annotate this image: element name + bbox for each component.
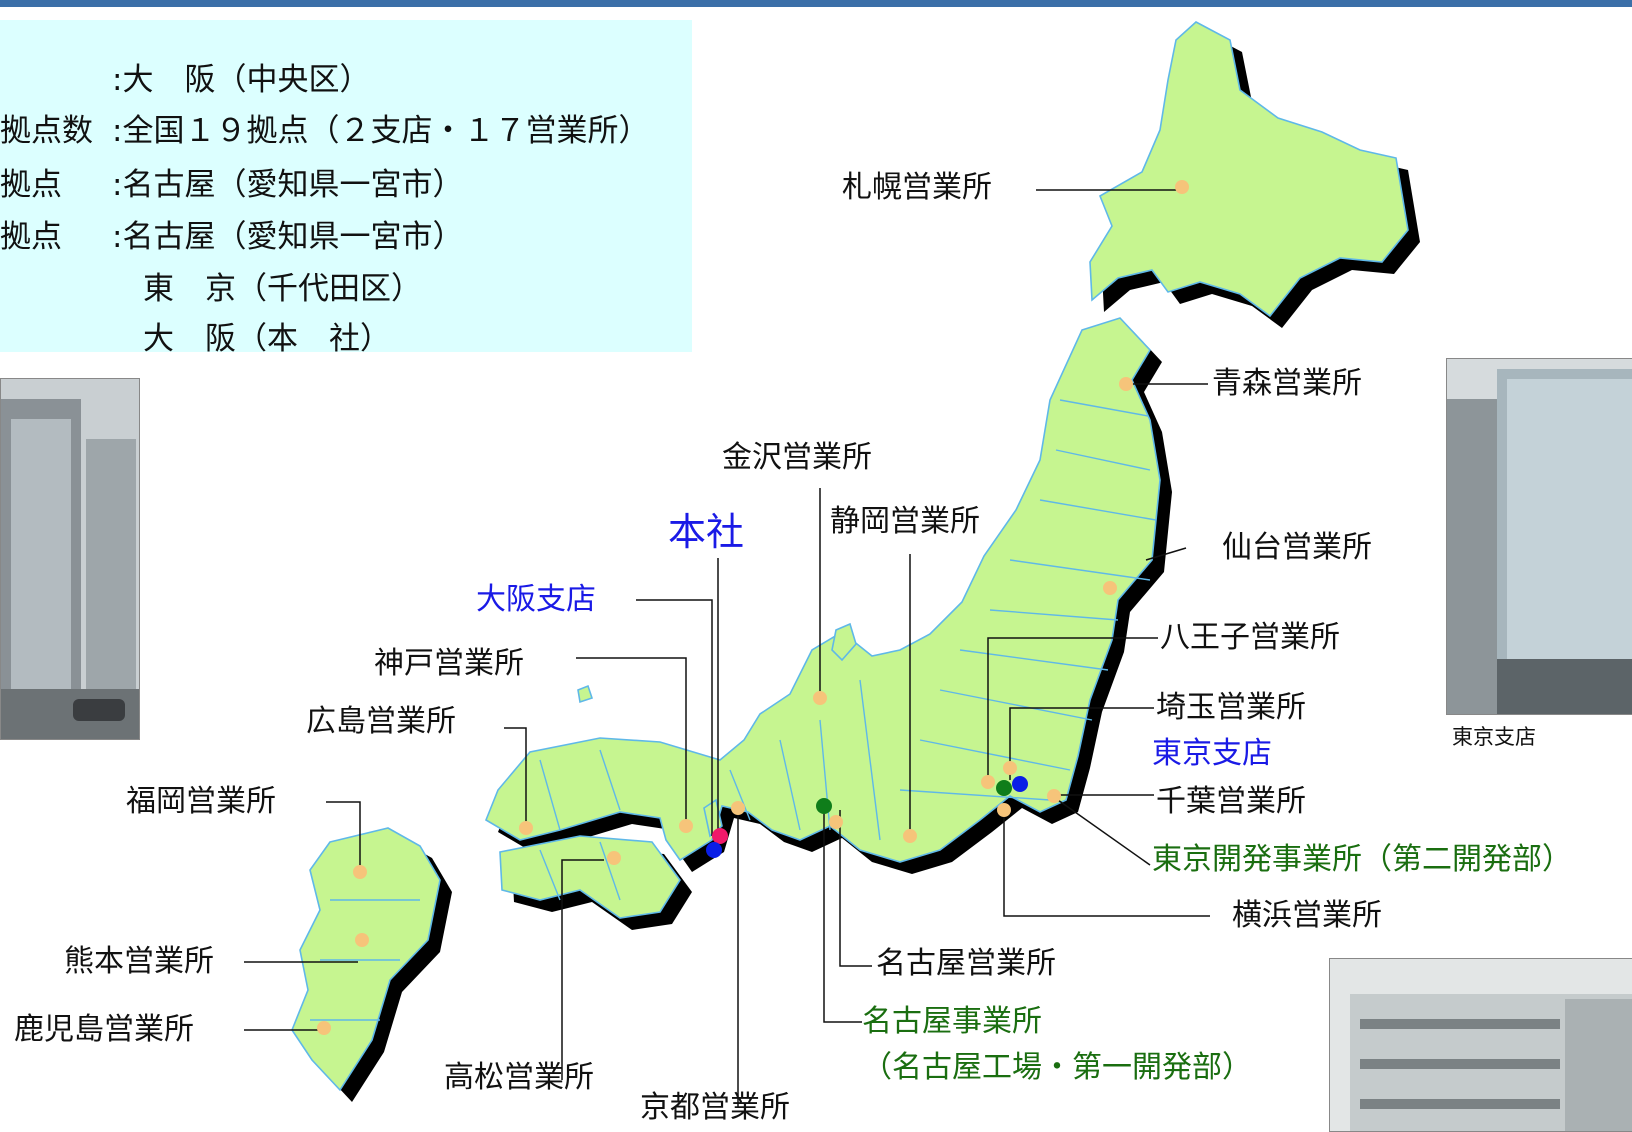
label-tokyo-dev: 東京開発事業所（第二開発部） [1152,842,1572,877]
region-sado [831,622,857,662]
dot-kobe [679,819,693,833]
osaka-building-image [1,379,139,739]
label-kagoshima: 鹿児島営業所 [14,1012,194,1047]
nagoya-factory-image [1330,959,1632,1131]
map-land [291,21,1409,1092]
dot-sendai [1103,581,1117,595]
info-value: :大 阪（中央区） [112,62,371,98]
label-fukuoka: 福岡営業所 [126,784,276,819]
dot-hq [712,828,728,844]
label-kumamoto: 熊本営業所 [64,944,214,979]
company-info-box: :大 阪（中央区） 拠点数 :全国１９拠点（２支店・１７営業所） 拠点 :名古屋（愛… [0,20,692,357]
label-kobe: 神戸営業所 [374,646,524,681]
dot-takamatsu [607,851,621,865]
top-bar [0,0,1632,7]
label-hachioji: 八王子営業所 [1160,620,1340,655]
dot-kumamoto [355,933,369,947]
info-value: 東 京（千代田区） [112,271,422,307]
tokyo-branch-image [1447,359,1632,714]
dot-osaka-branch [706,842,722,858]
label-aomori: 青森営業所 [1212,366,1362,401]
tokyo-branch-photo [1446,358,1632,715]
dot-kanazawa [813,691,827,705]
info-value: :全国１９拠点（２支店・１７営業所） [112,113,650,149]
label-nagoya-office: 名古屋事業所 [862,1004,1042,1039]
dot-tokyo-branch [1012,776,1028,792]
prefecture-borders [310,399,1157,1021]
label-chiba: 千葉営業所 [1156,784,1306,819]
tokyo-branch-caption: 東京支店 [1452,725,1536,749]
label-kyoto: 京都営業所 [640,1090,790,1125]
label-nagoya-office-sub: （名古屋工場・第一開発部） [862,1050,1252,1085]
dot-aomori [1119,377,1133,391]
dot-chiba [1047,789,1061,803]
label-tokyo-branch: 東京支店 [1152,736,1272,771]
dot-sapporo [1175,180,1189,194]
dot-shizuoka [903,829,917,843]
info-value: :名古屋（愛知県一宮市） [112,219,464,255]
dot-tokyo-dev [996,780,1012,796]
region-shikoku [499,835,681,919]
dot-nagoya-factory [816,798,832,814]
region-hokkaido [1089,21,1409,318]
info-value: 大 阪（本 社） [112,321,391,357]
location-dots [317,180,1189,1035]
region-honshu [485,317,1161,863]
label-osaka-branch: 大阪支店 [476,582,596,617]
dot-yokohama [997,803,1011,817]
label-takamatsu: 高松営業所 [444,1060,594,1095]
dot-fukuoka [353,865,367,879]
region-oki [577,684,594,704]
dot-nagoya-sales [829,815,843,829]
dot-kagoshima [317,1021,331,1035]
info-key: 拠点 [0,219,62,255]
label-saitama: 埼玉営業所 [1156,690,1306,725]
label-sendai: 仙台営業所 [1222,530,1372,565]
label-nagoya-sales: 名古屋営業所 [876,946,1056,981]
label-shizuoka: 静岡営業所 [830,504,980,539]
label-hiroshima: 広島営業所 [306,704,456,739]
dot-saitama [1003,761,1017,775]
label-kanazawa: 金沢営業所 [722,440,872,475]
label-yokohama: 横浜営業所 [1232,898,1382,933]
dot-hiroshima [519,821,533,835]
label-honsha: 本社 [668,510,745,554]
info-key: 拠点 [0,167,62,203]
label-sapporo: 札幌営業所 [842,170,992,205]
leader-lines [244,189,1210,1108]
dot-kyoto [731,801,745,815]
osaka-building-photo [0,378,140,740]
dot-hachioji [981,775,995,789]
info-value: :名古屋（愛知県一宮市） [112,167,464,203]
nagoya-factory-photo [1329,958,1632,1132]
info-key: 拠点数 [0,113,93,149]
